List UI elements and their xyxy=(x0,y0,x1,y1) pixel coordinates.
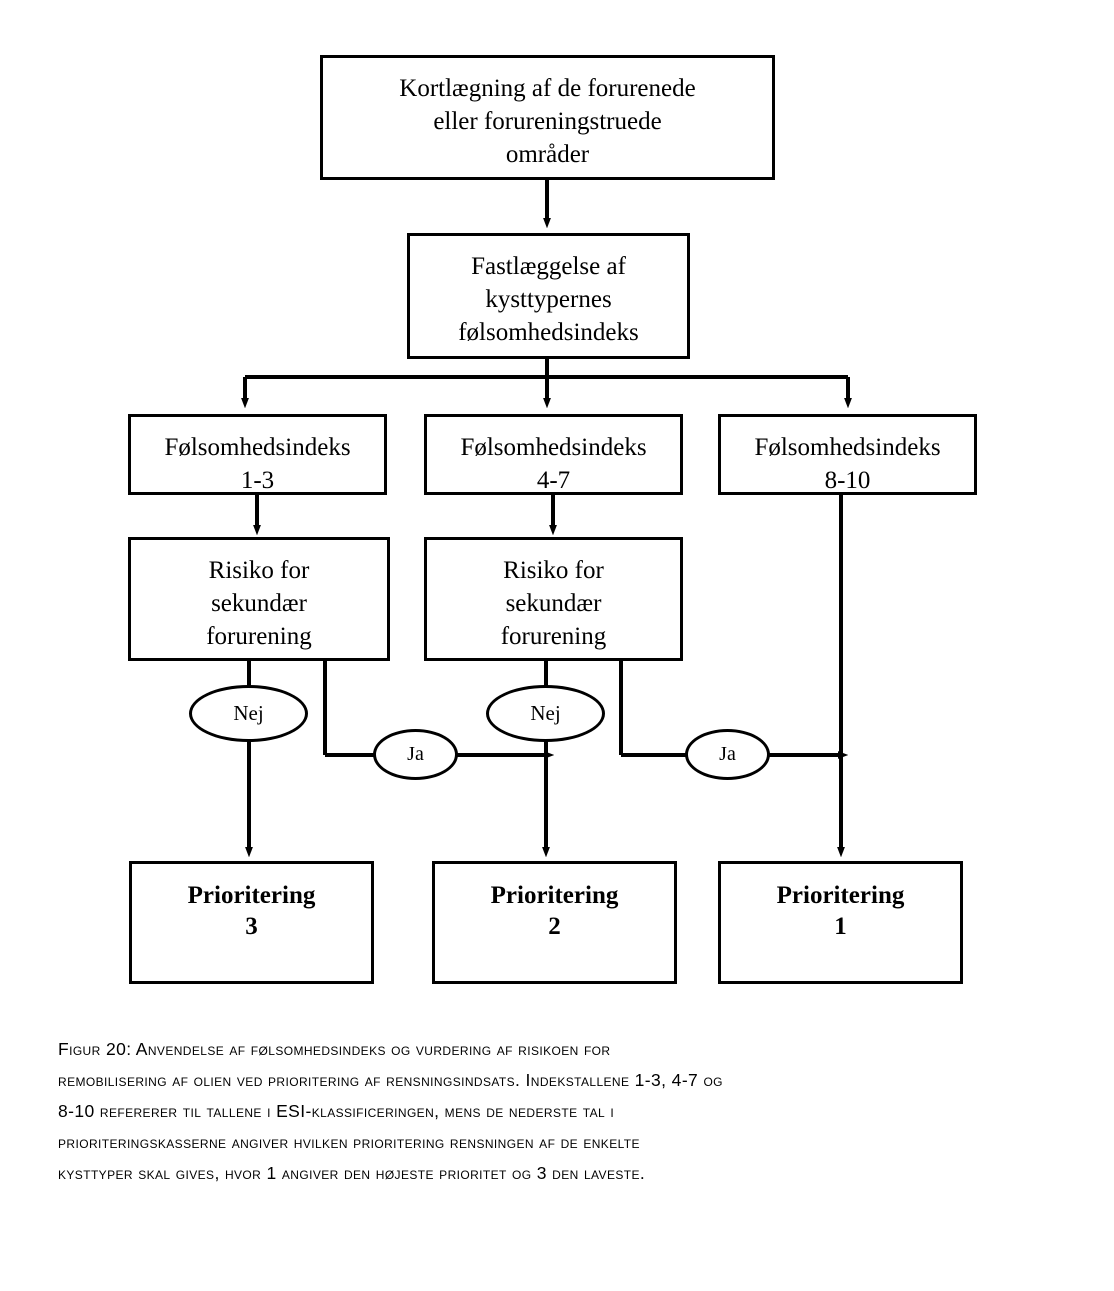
figure-caption: Figur 20: Anvendelse af følsomhedsindeks… xyxy=(58,1034,1018,1189)
node-kortlaegning-line-3: områder xyxy=(505,141,590,168)
node-prioritering-2-line-1: Prioritering xyxy=(490,882,619,909)
node-prioritering-2-line-2: 2 xyxy=(548,913,561,940)
edge-risk-mid-ja-to-priority1 xyxy=(619,661,843,755)
node-folsomhedsindeks-8-10-line-2: 8-10 xyxy=(824,467,871,494)
node-prioritering-3-line-1: Prioritering xyxy=(187,882,316,909)
node-folsomhedsindeks-1-3-line-1: Følsomhedsindeks xyxy=(164,434,351,461)
node-fastlaeggelse[interactable]: Fastlæggelse af kysttypernes følsomhedsi… xyxy=(407,233,690,359)
node-folsomhedsindeks-1-3-line-2: 1-3 xyxy=(240,467,275,494)
caption-line-4: prioriteringskasserne angiver hvilken pr… xyxy=(58,1132,640,1152)
node-folsomhedsindeks-8-10-line-1: Følsomhedsindeks xyxy=(754,434,941,461)
node-fastlaeggelse-line-3: følsomhedsindeks xyxy=(458,319,639,346)
node-folsomhedsindeks-4-7-line-1: Følsomhedsindeks xyxy=(460,434,647,461)
node-risiko-venstre-line-2: sekundær xyxy=(211,590,307,617)
flowchart-canvas: Kortlægning af de forurenede eller forur… xyxy=(0,55,1114,1010)
node-risiko-midt-line-2: sekundær xyxy=(505,590,602,617)
node-risiko-midt[interactable]: Risiko for sekundær forurening xyxy=(424,537,683,661)
decision-nej-venstre-label: Nej xyxy=(233,701,264,725)
decision-ja-midt[interactable]: Ja xyxy=(685,729,770,780)
node-kortlaegning[interactable]: Kortlægning af de forurenede eller forur… xyxy=(320,55,775,180)
node-prioritering-3[interactable]: Prioritering 3 xyxy=(129,861,374,984)
decision-nej-midt[interactable]: Nej xyxy=(486,685,605,742)
node-prioritering-1[interactable]: Prioritering 1 xyxy=(718,861,963,984)
decision-ja-midt-label: Ja xyxy=(719,743,736,765)
decision-ja-venstre-label: Ja xyxy=(407,743,424,765)
node-risiko-midt-line-1: Risiko for xyxy=(503,557,604,584)
edge-risk-left-ja-to-priority2 xyxy=(323,661,549,755)
node-folsomhedsindeks-8-10[interactable]: Følsomhedsindeks 8-10 xyxy=(718,414,977,495)
decision-ja-venstre[interactable]: Ja xyxy=(373,729,458,780)
node-risiko-venstre-line-1: Risiko for xyxy=(208,557,310,584)
edge-step2-to-index-split xyxy=(245,359,848,403)
node-folsomhedsindeks-4-7-line-2: 4-7 xyxy=(536,467,571,494)
node-folsomhedsindeks-4-7[interactable]: Følsomhedsindeks 4-7 xyxy=(424,414,683,495)
node-risiko-midt-line-3: forurening xyxy=(500,623,607,650)
caption-line-5: kysttyper skal gives, hvor 1 angiver den… xyxy=(58,1163,646,1183)
node-risiko-venstre[interactable]: Risiko for sekundær forurening xyxy=(128,537,390,661)
connector-lines xyxy=(0,180,1114,1010)
node-prioritering-3-line-2: 3 xyxy=(245,913,258,940)
node-risiko-venstre-line-3: forurening xyxy=(206,623,312,650)
caption-line-1: Figur 20: Anvendelse af følsomhedsindeks… xyxy=(58,1039,611,1059)
caption-line-2: remobilisering af olien ved prioritering… xyxy=(58,1070,723,1090)
node-prioritering-1-line-2: 1 xyxy=(834,913,847,940)
node-kortlaegning-line-2: eller forureningstruede xyxy=(433,108,662,135)
decision-nej-venstre[interactable]: Nej xyxy=(189,685,308,742)
node-fastlaeggelse-line-2: kysttypernes xyxy=(485,286,612,313)
node-prioritering-1-line-1: Prioritering xyxy=(776,882,905,909)
node-prioritering-2[interactable]: Prioritering 2 xyxy=(432,861,677,984)
node-kortlaegning-line-1: Kortlægning af de forurenede xyxy=(399,75,696,102)
decision-nej-midt-label: Nej xyxy=(530,701,561,725)
caption-line-3: 8-10 refererer til tallene i ESI-klassif… xyxy=(58,1101,615,1121)
node-fastlaeggelse-line-1: Fastlæggelse af xyxy=(471,253,626,280)
node-folsomhedsindeks-1-3[interactable]: Følsomhedsindeks 1-3 xyxy=(128,414,387,495)
